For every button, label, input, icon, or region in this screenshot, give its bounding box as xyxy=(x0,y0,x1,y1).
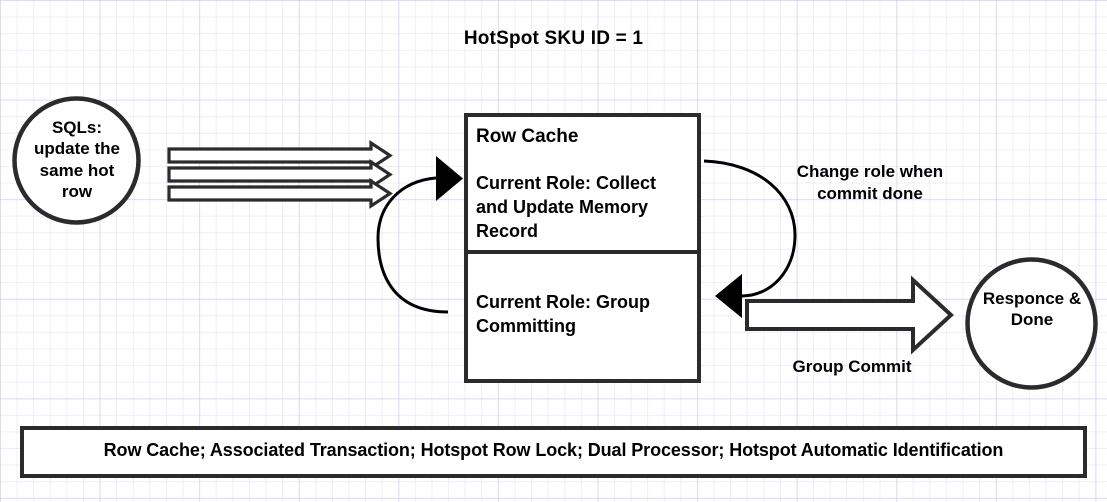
footer-banner-label: Row Cache; Associated Transaction; Hotsp… xyxy=(103,440,1004,460)
source-circle-label: SQLs: update the same hot row xyxy=(34,118,120,202)
row-cache-box xyxy=(464,113,701,383)
change-role-edge-label: Change role when commit done xyxy=(796,162,944,203)
group-commit-edge-label: Group Commit xyxy=(792,357,912,376)
footer-banner-box xyxy=(20,426,1087,478)
current-role-collect-label: Current Role: Collect and Update Memory … xyxy=(476,173,657,241)
row-cache-header-label: Row Cache xyxy=(476,126,579,147)
sql-request-arrow-2 xyxy=(167,159,393,190)
current-role-group-label: Current Role: Group Committing xyxy=(476,292,650,336)
role-switch-return-arrowhead xyxy=(436,156,463,201)
sql-request-arrow-3 xyxy=(167,178,393,209)
source-circle-shape xyxy=(12,96,141,225)
role-switch-return-curve xyxy=(376,176,449,314)
page-title: HotSpot SKU ID = 1 xyxy=(463,28,644,49)
result-circle-shape xyxy=(965,257,1098,390)
result-circle-label: Responce & Done xyxy=(982,289,1082,330)
sql-request-arrows-group xyxy=(167,140,393,209)
change-role-arrowhead xyxy=(715,274,742,318)
group-commit-arrow xyxy=(745,275,954,355)
sql-request-arrow-1 xyxy=(167,140,393,171)
change-role-curve xyxy=(703,159,797,298)
